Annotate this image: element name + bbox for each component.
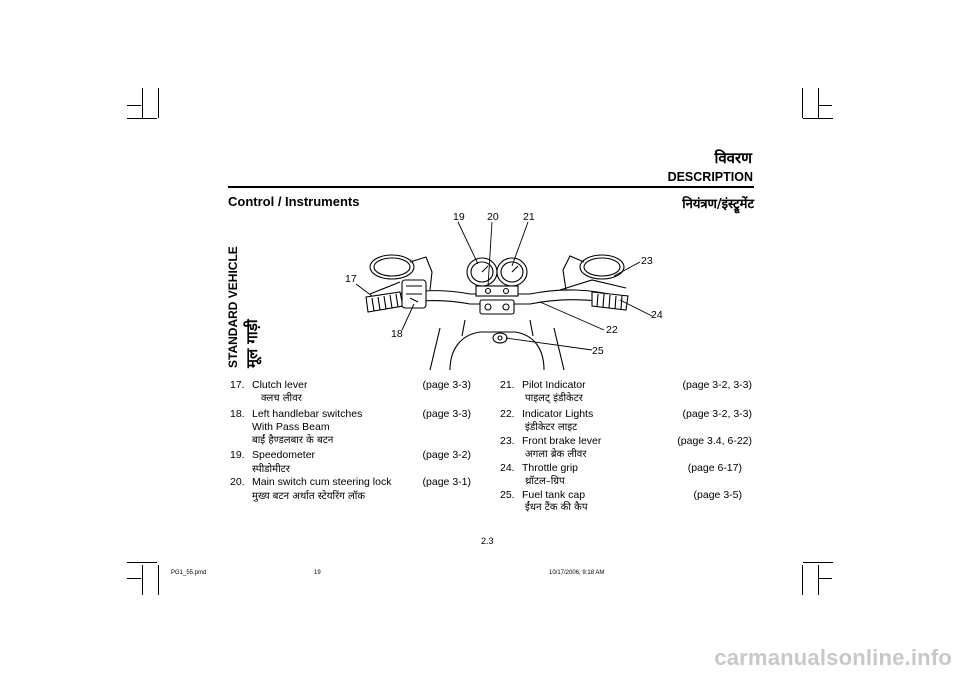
callout-21: 21 [523, 211, 535, 223]
header-title-hindi: विवरण [714, 149, 752, 167]
list-item: 25. Fuel tank cap (page 3-5) ईंधन टैंक क… [500, 489, 742, 513]
list-item: 18. Left handlebar switches (page 3-3) W… [230, 408, 471, 446]
list-item: 17. Clutch lever (page 3-3) क्लच लीवर [230, 379, 471, 404]
footer-page: 19 [314, 570, 321, 576]
callout-18: 18 [391, 328, 403, 340]
callout-25: 25 [592, 345, 604, 357]
footer-date: 10/17/2006, 9:18 AM [549, 570, 605, 576]
callout-17: 17 [345, 273, 357, 285]
callout-22: 22 [606, 324, 618, 336]
list-item: 23. Front brake lever (page 3.4, 6-22) अ… [500, 435, 752, 460]
watermark: carmanualsonline.info [714, 645, 952, 670]
section-title: Control / Instruments [228, 194, 360, 209]
callout-19: 19 [453, 211, 465, 223]
section-title-hindi: नियंत्रण/इंस्ट्रूमेंट [682, 197, 754, 212]
list-item: 24. Throttle grip (page 6-17) थ्रॉटल–ग्र… [500, 462, 742, 487]
header-rule [228, 186, 754, 188]
callout-23: 23 [641, 255, 653, 267]
callout-24: 24 [651, 309, 663, 321]
page-number: 2.3 [481, 536, 494, 546]
footer-file: PG1_55.pmd [171, 570, 207, 576]
header-title: DESCRIPTION [667, 170, 753, 184]
list-item: 21. Pilot Indicator (page 3-2, 3-3) पाइल… [500, 379, 752, 404]
callout-20: 20 [487, 211, 499, 223]
handlebar-illustration [365, 254, 629, 370]
list-item: 19. Speedometer (page 3-2) स्पीडोमीटर [230, 449, 471, 475]
list-item: 20. Main switch cum steering lock (page … [230, 476, 471, 502]
list-item: 22. Indicator Lights (page 3-2, 3-3) इंड… [500, 408, 752, 433]
